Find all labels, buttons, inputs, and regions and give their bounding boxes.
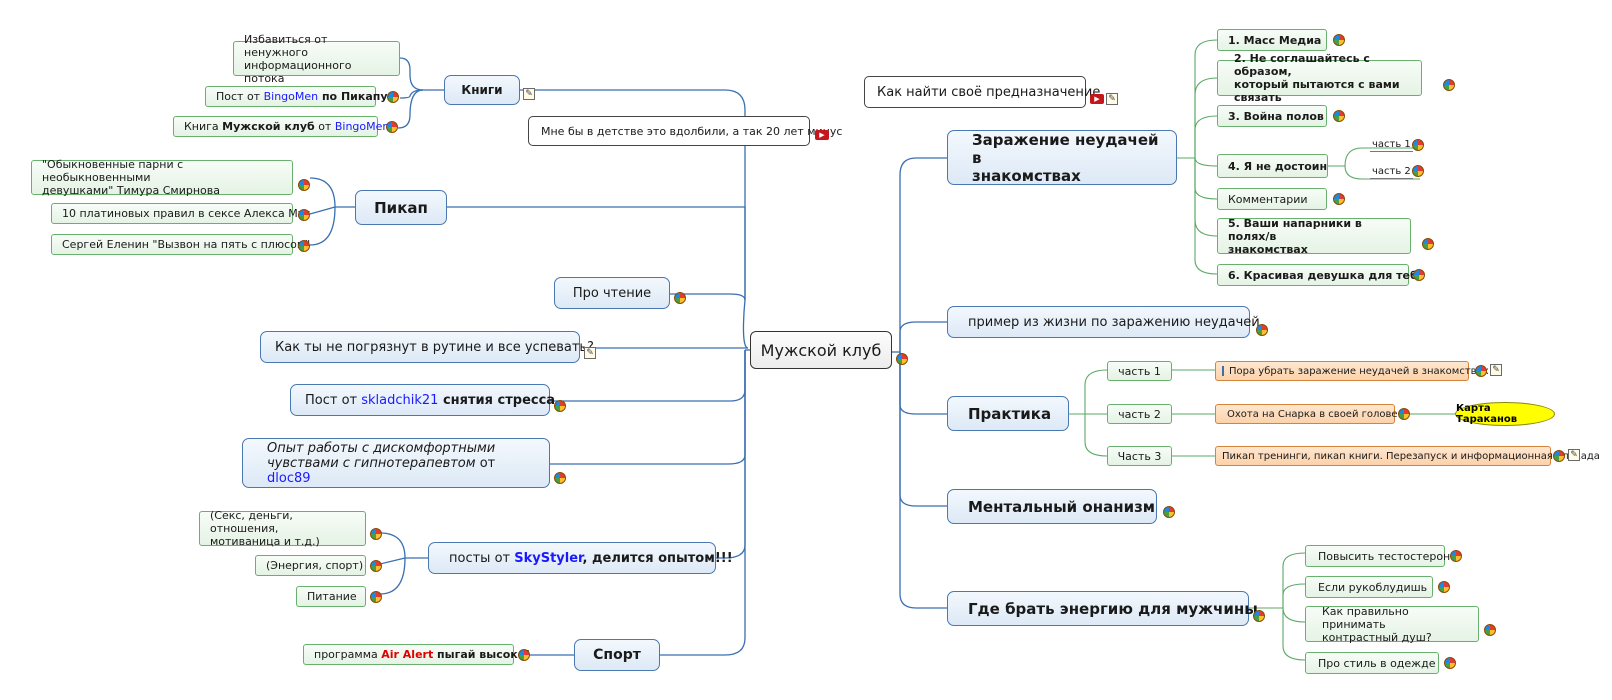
energy-item-2[interactable]: Если рукоблудишь <box>1305 576 1433 598</box>
globe-pin-icon[interactable] <box>298 240 310 252</box>
topic-childhood[interactable]: Мне бы в детстве это вдолбили, а так 20 … <box>528 116 842 146</box>
globe-pin-icon[interactable] <box>1163 506 1175 518</box>
karta-tarakanov[interactable]: Карта Тараканов <box>1455 402 1555 426</box>
globe-pin-icon[interactable] <box>896 353 908 365</box>
link-skystyler[interactable]: SkyStyler <box>514 550 583 566</box>
globe-pin-icon[interactable] <box>1333 110 1345 122</box>
globe-pin-icon[interactable] <box>1444 657 1456 669</box>
link-dloc89[interactable]: dloc89 <box>267 470 311 486</box>
topic-pikap[interactable]: Пикап <box>355 190 447 225</box>
globe-pin-icon[interactable] <box>1413 269 1425 281</box>
pikap-item-3[interactable]: Сергей Еленин "Вызвон на пять с плюсом" <box>51 234 310 255</box>
topic-example[interactable]: пример из жизни по заражению неудачей <box>947 306 1260 338</box>
note-icon[interactable]: ✎ <box>1106 93 1118 105</box>
globe-pin-icon[interactable] <box>1333 193 1345 205</box>
topic-reading[interactable]: Про чтение <box>554 277 670 309</box>
topic-praktika[interactable]: Практика <box>947 396 1069 431</box>
skystyler-item-1[interactable]: (Секс, деньги, отношения,мотиваница и т.… <box>199 509 366 548</box>
topic-energy[interactable]: Где брать энергию для мужчины <box>947 591 1258 626</box>
topic-mental[interactable]: Ментальный онанизм <box>947 489 1157 524</box>
ya-ne-dostoin-part-2[interactable]: часть 2 <box>1370 166 1413 179</box>
globe-pin-icon[interactable] <box>1412 139 1424 151</box>
link-skladchik21[interactable]: skladchik21 <box>361 392 439 408</box>
knigi-item-2[interactable]: Пост от BingoMen по Пикапу <box>205 86 388 107</box>
praktika-part-2-detail[interactable]: Охота на Снарка в своей голове <box>1215 404 1398 424</box>
note-icon[interactable]: ✎ <box>1490 364 1502 376</box>
globe-pin-icon[interactable] <box>674 292 686 304</box>
globe-pin-icon[interactable] <box>1443 79 1455 91</box>
globe-pin-icon[interactable] <box>1553 450 1565 462</box>
topic-stress[interactable]: Пост от skladchik21 снятия стресса <box>290 384 555 416</box>
globe-pin-icon[interactable] <box>1422 238 1434 250</box>
topic-skystyler[interactable]: посты от SkyStyler, делится опытом!!! <box>428 542 733 574</box>
skystyler-item-3[interactable]: Питание <box>296 586 366 607</box>
globe-pin-icon[interactable] <box>1333 34 1345 46</box>
link-bingomen[interactable]: BingoMen <box>263 90 319 103</box>
globe-pin-icon[interactable] <box>1412 165 1424 177</box>
central-topic-label: Мужской клуб <box>760 340 882 360</box>
globe-pin-icon[interactable] <box>554 472 566 484</box>
zarazhenie-item-4[interactable]: 4. Я не достоин <box>1217 154 1328 178</box>
zarazhenie-item-6[interactable]: 6. Красивая девушка для тебя <box>1217 264 1425 286</box>
topic-routine[interactable]: Как ты не погрязнут в рутине и все успев… <box>260 331 594 363</box>
praktika-part-1[interactable]: часть 1 <box>1107 361 1172 381</box>
globe-pin-icon[interactable] <box>1256 324 1268 336</box>
ya-ne-dostoin-part-1[interactable]: часть 1 <box>1370 139 1413 152</box>
globe-pin-icon[interactable] <box>387 91 399 103</box>
central-topic[interactable]: Мужской клуб <box>750 331 892 369</box>
zarazhenie-item-3[interactable]: 3. Война полов <box>1217 105 1327 127</box>
topic-purpose[interactable]: Как найти своё предназначение <box>864 76 1100 108</box>
youtube-icon[interactable]: ▶ <box>815 130 829 140</box>
note-icon[interactable]: ✎ <box>584 347 596 359</box>
praktika-part-3-detail[interactable]: Пикап тренинги, пикап книги. Перезапуск … <box>1215 446 1600 466</box>
praktika-part-2[interactable]: часть 2 <box>1107 404 1172 424</box>
globe-pin-icon[interactable] <box>370 591 382 603</box>
globe-pin-icon[interactable] <box>1450 550 1462 562</box>
skystyler-item-2[interactable]: (Энергия, спорт) <box>255 555 366 576</box>
globe-pin-icon[interactable] <box>298 179 310 191</box>
globe-pin-icon[interactable] <box>298 209 310 221</box>
topic-knigi[interactable]: Книги <box>444 75 520 105</box>
note-icon[interactable]: ✎ <box>1568 449 1580 461</box>
globe-pin-icon[interactable] <box>518 649 530 661</box>
globe-pin-icon[interactable] <box>1398 408 1410 420</box>
globe-pin-icon[interactable] <box>386 121 398 133</box>
energy-item-1[interactable]: Повысить тестостерон <box>1305 545 1450 567</box>
energy-item-4[interactable]: Про стиль в одежде <box>1305 652 1439 674</box>
praktika-part-3[interactable]: Часть 3 <box>1107 446 1172 466</box>
knigi-item-3[interactable]: Книга Мужской клуб от BingoMen <box>173 116 389 137</box>
link-bingomen[interactable]: BingoMen <box>334 120 390 133</box>
globe-pin-icon[interactable] <box>1484 624 1496 636</box>
globe-pin-icon[interactable] <box>1438 581 1450 593</box>
zarazhenie-item-1[interactable]: 1. Масс Медиа <box>1217 29 1327 51</box>
topic-sport[interactable]: Спорт <box>574 639 660 671</box>
calendar-icon <box>1222 366 1224 376</box>
globe-pin-icon[interactable] <box>1475 365 1487 377</box>
globe-pin-icon[interactable] <box>1253 610 1265 622</box>
zarazhenie-item-2[interactable]: 2. Не соглашайтесь с образом,который пыт… <box>1217 52 1422 104</box>
globe-pin-icon[interactable] <box>370 560 382 572</box>
praktika-part-1-detail[interactable]: Пора убрать заражение неудачей в знакомс… <box>1215 361 1489 381</box>
pikap-item-2[interactable]: 10 платиновых правил в сексе Алекса Мэя <box>51 203 310 224</box>
globe-pin-icon[interactable] <box>554 400 566 412</box>
zarazhenie-item-comments[interactable]: Комментарии <box>1217 188 1327 210</box>
note-icon[interactable]: ✎ <box>523 88 535 100</box>
sport-item[interactable]: программа Air Alert пыгай высоко! <box>303 644 530 665</box>
globe-pin-icon[interactable] <box>370 528 382 540</box>
link-air-alert[interactable]: Air Alert <box>381 648 434 661</box>
youtube-icon[interactable]: ▶ <box>1090 94 1104 104</box>
